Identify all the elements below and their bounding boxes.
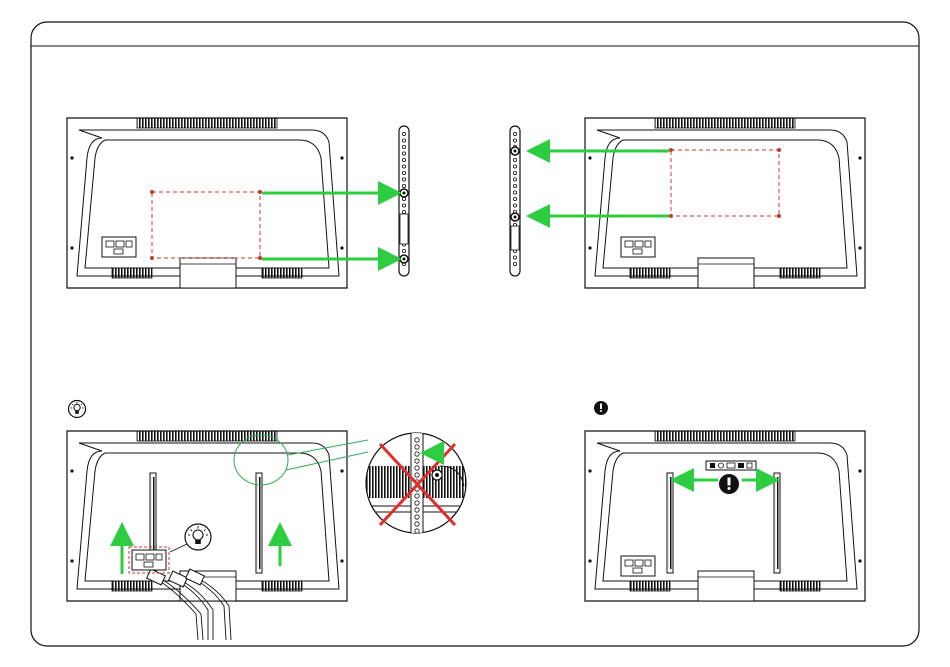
panel-attach-brackets-right <box>510 118 865 288</box>
panel-install-brackets <box>67 401 466 641</box>
bracket-hole <box>415 536 419 540</box>
mounting-bracket <box>510 126 520 276</box>
exclamation-icon <box>594 401 608 415</box>
mounting-bracket <box>399 126 409 276</box>
lightbulb-icon <box>69 401 86 418</box>
level-tool <box>706 461 756 470</box>
vesa-pattern <box>671 150 779 216</box>
zoom-detail-incorrect <box>366 432 466 542</box>
lightbulb-icon <box>185 524 211 550</box>
panel-attach-brackets-left <box>67 118 409 288</box>
panel-level-check <box>585 401 865 601</box>
exclamation-icon <box>719 474 739 494</box>
vesa-pattern <box>152 192 260 258</box>
